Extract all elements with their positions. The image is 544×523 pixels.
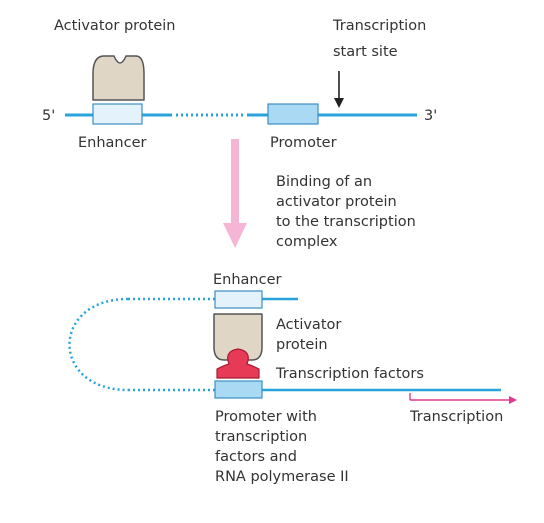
step-text-line1: Binding of an <box>276 174 372 190</box>
transcription-label: Transcription <box>409 409 503 425</box>
step-text-line2: activator protein <box>276 194 397 210</box>
activator-protein-shape <box>92 55 145 101</box>
top-enhancer-box <box>92 103 143 125</box>
activator-protein-label: Activator protein <box>54 18 176 34</box>
transcription-factors-label: Transcription factors <box>275 366 424 382</box>
promoter-desc-line1: Promoter with <box>215 409 317 425</box>
promoter-desc-line2: transcription <box>215 429 307 445</box>
top-promoter-label: Promoter <box>270 135 337 151</box>
dna-loop <box>68 297 129 392</box>
transcription-arrow-head <box>509 396 517 404</box>
promoter-desc-line3: factors and <box>215 449 297 465</box>
bottom-enhancer-box <box>214 290 263 309</box>
three-prime-label: 3' <box>424 108 437 124</box>
tss-label-line2: start site <box>333 44 398 60</box>
top-promoter-box <box>267 103 319 125</box>
bottom-activator-label-line2: protein <box>276 337 328 353</box>
bottom-promoter-box <box>214 380 263 399</box>
step-arrow-shaft <box>231 139 239 227</box>
tss-label-line1: Transcription <box>332 18 426 34</box>
step-arrow-head <box>223 223 247 248</box>
top-enhancer-label: Enhancer <box>78 135 147 151</box>
tss-arrow-head <box>334 98 344 108</box>
step-text-line3: to the transcription <box>276 214 416 230</box>
transcription-factor-shape <box>216 348 260 379</box>
bottom-enhancer-label: Enhancer <box>213 272 282 288</box>
step-text-line4: complex <box>276 234 338 250</box>
promoter-desc-line4: RNA polymerase II <box>215 469 349 485</box>
bottom-activator-label-line1: Activator <box>276 317 341 333</box>
five-prime-label: 5' <box>42 108 55 124</box>
